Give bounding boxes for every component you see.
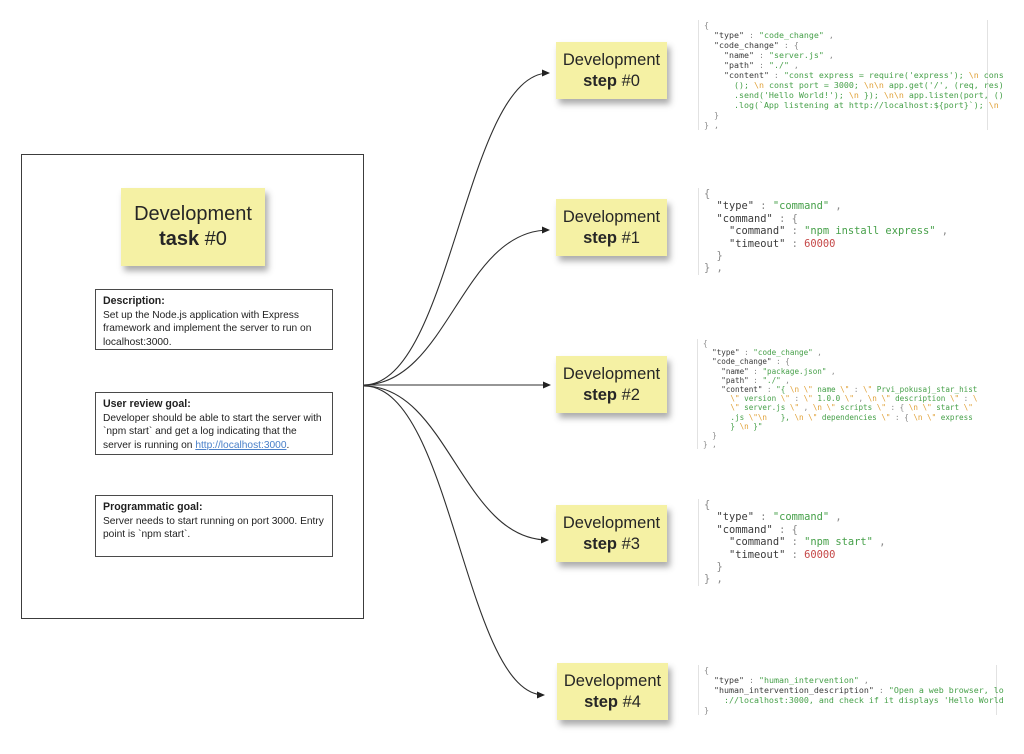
step-0-label-line1: Development bbox=[562, 50, 661, 69]
step-3-sticky-note: Development step #3 bbox=[556, 505, 667, 562]
step-2-sticky-note: Development step #2 bbox=[556, 356, 667, 413]
step-4-sticky-note: Development step #4 bbox=[557, 663, 668, 720]
step-3-label-line2: step #3 bbox=[583, 534, 640, 553]
step-0-label-line2: step #0 bbox=[583, 71, 640, 90]
step-1-json-code: { "type" : "command" , "command" : { "co… bbox=[698, 188, 948, 275]
user-review-goal-box: User review goal: Developer should be ab… bbox=[95, 392, 333, 455]
step-4-json-code: { "type" : "human_intervention" , "human… bbox=[698, 665, 1004, 715]
step-0-sticky-note: Development step #0 bbox=[556, 42, 667, 99]
arrow-task-to-step-4 bbox=[363, 385, 545, 699]
description-title: Description: bbox=[103, 295, 165, 307]
step-4-label-line1: Development bbox=[563, 671, 662, 690]
task-title-line2: task #0 bbox=[159, 228, 227, 250]
step-2-label-line2: step #2 bbox=[583, 385, 640, 404]
task-container-box: Development task #0 Description: Set up … bbox=[21, 154, 364, 619]
step-1-label-line1: Development bbox=[562, 207, 661, 226]
task-title-line1: Development bbox=[134, 203, 252, 225]
step-1-label-line2: step #1 bbox=[583, 228, 640, 247]
arrow-task-to-step-1 bbox=[363, 226, 550, 386]
step-4-label-line2: step #4 bbox=[584, 692, 641, 711]
programmatic-goal-title: Programmatic goal: bbox=[103, 501, 203, 513]
task-sticky-note: Development task #0 bbox=[121, 188, 265, 266]
description-body: Set up the Node.js application with Expr… bbox=[103, 309, 312, 348]
step-3-label-line1: Development bbox=[562, 513, 661, 532]
programmatic-goal-body: Server needs to start running on port 30… bbox=[103, 515, 324, 541]
user-review-goal-body: Developer should be able to start the se… bbox=[103, 412, 322, 451]
arrow-task-to-step-0 bbox=[363, 69, 550, 386]
arrow-task-to-step-3 bbox=[363, 385, 549, 544]
description-box: Description: Set up the Node.js applicat… bbox=[95, 289, 333, 350]
user-review-goal-title: User review goal: bbox=[103, 398, 191, 410]
step-0-json-code: { "type" : "code_change" , "code_change"… bbox=[698, 20, 1004, 130]
step-3-json-code: { "type" : "command" , "command" : { "co… bbox=[698, 499, 885, 586]
step-2-json-code: { "type" : "code_change" , "code_change"… bbox=[697, 339, 977, 450]
step-1-sticky-note: Development step #1 bbox=[556, 199, 667, 256]
localhost-link[interactable]: http://localhost:3000 bbox=[195, 439, 287, 451]
programmatic-goal-box: Programmatic goal: Server needs to start… bbox=[95, 495, 333, 557]
step-2-label-line1: Development bbox=[562, 364, 661, 383]
